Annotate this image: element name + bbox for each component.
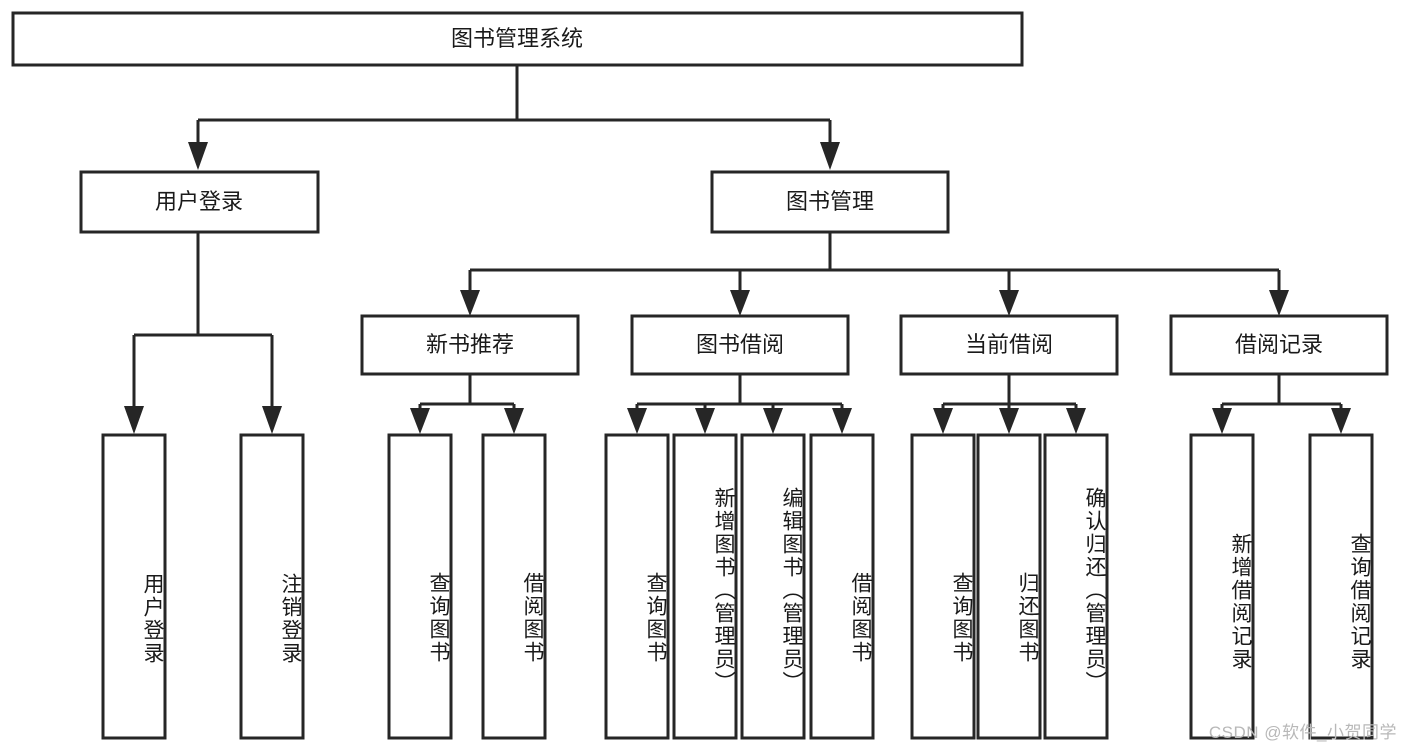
leaf-box-query-book-3[interactable] xyxy=(910,433,976,740)
leaf-box-add-book[interactable] xyxy=(672,433,738,740)
node-new-book-recommend[interactable]: 新书推荐 xyxy=(360,314,580,376)
node-book-manage-box[interactable] xyxy=(710,170,950,234)
leaf-box-user-login[interactable] xyxy=(101,433,167,740)
connector-group-current-borrow xyxy=(933,374,1086,434)
node-borrow-record[interactable]: 借阅记录 xyxy=(1169,314,1389,376)
leaf-box-user-logout[interactable] xyxy=(239,433,305,740)
arrow-head-leaf-add-record xyxy=(1212,408,1232,434)
leaf-boxes xyxy=(101,433,1374,740)
arrow-head-book-manage xyxy=(820,142,840,170)
leaf-box-edit-book[interactable] xyxy=(740,433,806,740)
node-root-box[interactable] xyxy=(11,11,1024,67)
node-borrow-record-box[interactable] xyxy=(1169,314,1389,376)
leaf-box-add-record[interactable] xyxy=(1189,433,1255,740)
node-root-label: 图书管理系统 xyxy=(451,26,583,51)
leaf-box-query-record[interactable] xyxy=(1308,433,1374,740)
arrow-head-leaf-query-record xyxy=(1331,408,1351,434)
arrow-head-current-borrow xyxy=(999,290,1019,316)
leaf-box-borrow-book-2[interactable] xyxy=(809,433,875,740)
arrow-head-leaf-confirm-return xyxy=(1066,408,1086,434)
arrow-head-user-login xyxy=(188,142,208,170)
arrow-head-leaf-query-book-2 xyxy=(627,408,647,434)
node-new-book-recommend-box[interactable] xyxy=(360,314,580,376)
arrow-head-leaf-borrow-book-1 xyxy=(504,408,524,434)
arrow-head-leaf-add-book xyxy=(695,408,715,434)
csdn-watermark: CSDN @软件_小贺同学 xyxy=(1208,723,1397,742)
node-borrow-record-label: 借阅记录 xyxy=(1235,332,1323,357)
connector-group-book-manage xyxy=(460,232,1289,316)
node-new-book-recommend-label: 新书推荐 xyxy=(426,332,514,357)
node-book-borrow-box[interactable] xyxy=(630,314,850,376)
connector-group-user-login xyxy=(124,232,282,434)
node-user-login-label: 用户登录 xyxy=(155,189,243,214)
connector-group-book-borrow xyxy=(627,374,852,434)
arrow-head-leaf-query-book-3 xyxy=(933,408,953,434)
leaf-box-borrow-book-1[interactable] xyxy=(481,433,547,740)
leaf-box-query-book-2[interactable] xyxy=(604,433,670,740)
node-book-manage[interactable]: 图书管理 xyxy=(710,170,950,234)
arrow-head-book-borrow xyxy=(730,290,750,316)
arrow-head-leaf-return-book xyxy=(999,408,1019,434)
node-current-borrow-label: 当前借阅 xyxy=(965,332,1053,357)
node-current-borrow-box[interactable] xyxy=(899,314,1119,376)
node-user-login[interactable]: 用户登录 xyxy=(79,170,320,234)
node-book-manage-label: 图书管理 xyxy=(786,189,874,214)
connector-group-root xyxy=(188,65,840,170)
node-book-borrow-label: 图书借阅 xyxy=(696,332,784,357)
arrow-head-leaf-query-book-1 xyxy=(410,408,430,434)
arrow-head-leaf-edit-book xyxy=(763,408,783,434)
node-current-borrow[interactable]: 当前借阅 xyxy=(899,314,1119,376)
connector-group-new-book-recommend xyxy=(410,374,524,434)
leaf-box-return-book[interactable] xyxy=(976,433,1042,740)
leaf-box-confirm-return[interactable] xyxy=(1043,433,1109,740)
arrow-head-new-book-recommend xyxy=(460,290,480,316)
node-book-borrow[interactable]: 图书借阅 xyxy=(630,314,850,376)
arrow-head-leaf-borrow-book-2 xyxy=(832,408,852,434)
arrow-head-leaf-user-login xyxy=(124,406,144,434)
node-user-login-box[interactable] xyxy=(79,170,320,234)
arrow-head-borrow-record xyxy=(1269,290,1289,316)
connector-group-borrow-record xyxy=(1212,374,1351,434)
arrow-head-leaf-user-logout xyxy=(262,406,282,434)
leaf-box-query-book-1[interactable] xyxy=(387,433,453,740)
node-root[interactable]: 图书管理系统 xyxy=(11,11,1024,67)
